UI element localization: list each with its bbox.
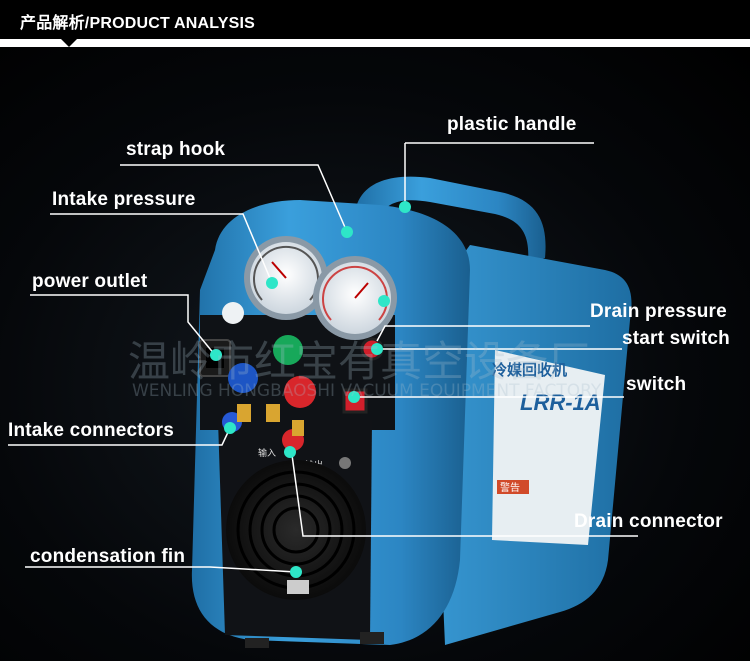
label-drain-pressure: Drain pressure (590, 301, 727, 322)
device-name-text: 冷媒回收机 (492, 361, 567, 379)
leader-lines (8, 142, 638, 573)
marker-strap-hook (341, 226, 353, 238)
marker-condensation-fin (290, 566, 302, 578)
label-intake-connectors: Intake connectors (8, 420, 175, 441)
marker-handle (399, 201, 411, 213)
label-switch: switch (626, 374, 687, 395)
red-knob (284, 376, 316, 408)
header-bar: 产品解析/PRODUCT ANALYSIS (0, 0, 750, 39)
green-knob (273, 335, 303, 365)
input-text: 输入 (258, 447, 276, 459)
label-strap-hook: strap hook (126, 139, 226, 160)
blue-knob (228, 363, 258, 393)
label-start-switch: start switch (622, 328, 730, 349)
marker-start-switch (371, 343, 383, 355)
warning-text: 警告 (500, 481, 520, 494)
label-drain-connector: Drain connector (574, 511, 723, 532)
marker-drain-connector (284, 446, 296, 458)
label-plastic-handle: plastic handle (447, 114, 577, 135)
watermark-cn: 温岭市红宝有真空设备厂 (128, 337, 591, 386)
marker-power-outlet (210, 349, 222, 361)
handle-shape (354, 176, 546, 262)
header-title: 产品解析/PRODUCT ANALYSIS (20, 15, 256, 32)
fan-grille (226, 460, 366, 600)
markers (210, 201, 411, 578)
marker-intake-connectors (224, 422, 236, 434)
header-notch (58, 36, 80, 47)
side-label-panel (492, 350, 605, 545)
marker-drain-pressure (378, 295, 390, 307)
product-photo: LRR-1A 冷媒回收机 警告 (0, 47, 750, 661)
marker-intake-pressure (266, 277, 278, 289)
label-condensation-fin: condensation fin (30, 546, 186, 567)
model-text: LRR-1A (520, 390, 601, 415)
label-intake-pressure: Intake pressure (52, 189, 196, 210)
watermark-en: WENLING HONGBAOSHI VACUUM EQUIPMENT FACT… (132, 381, 602, 401)
marker-switch (348, 391, 360, 403)
product-illustration: LRR-1A 冷媒回收机 警告 (8, 142, 638, 648)
label-power-outlet: power outlet (32, 271, 148, 292)
